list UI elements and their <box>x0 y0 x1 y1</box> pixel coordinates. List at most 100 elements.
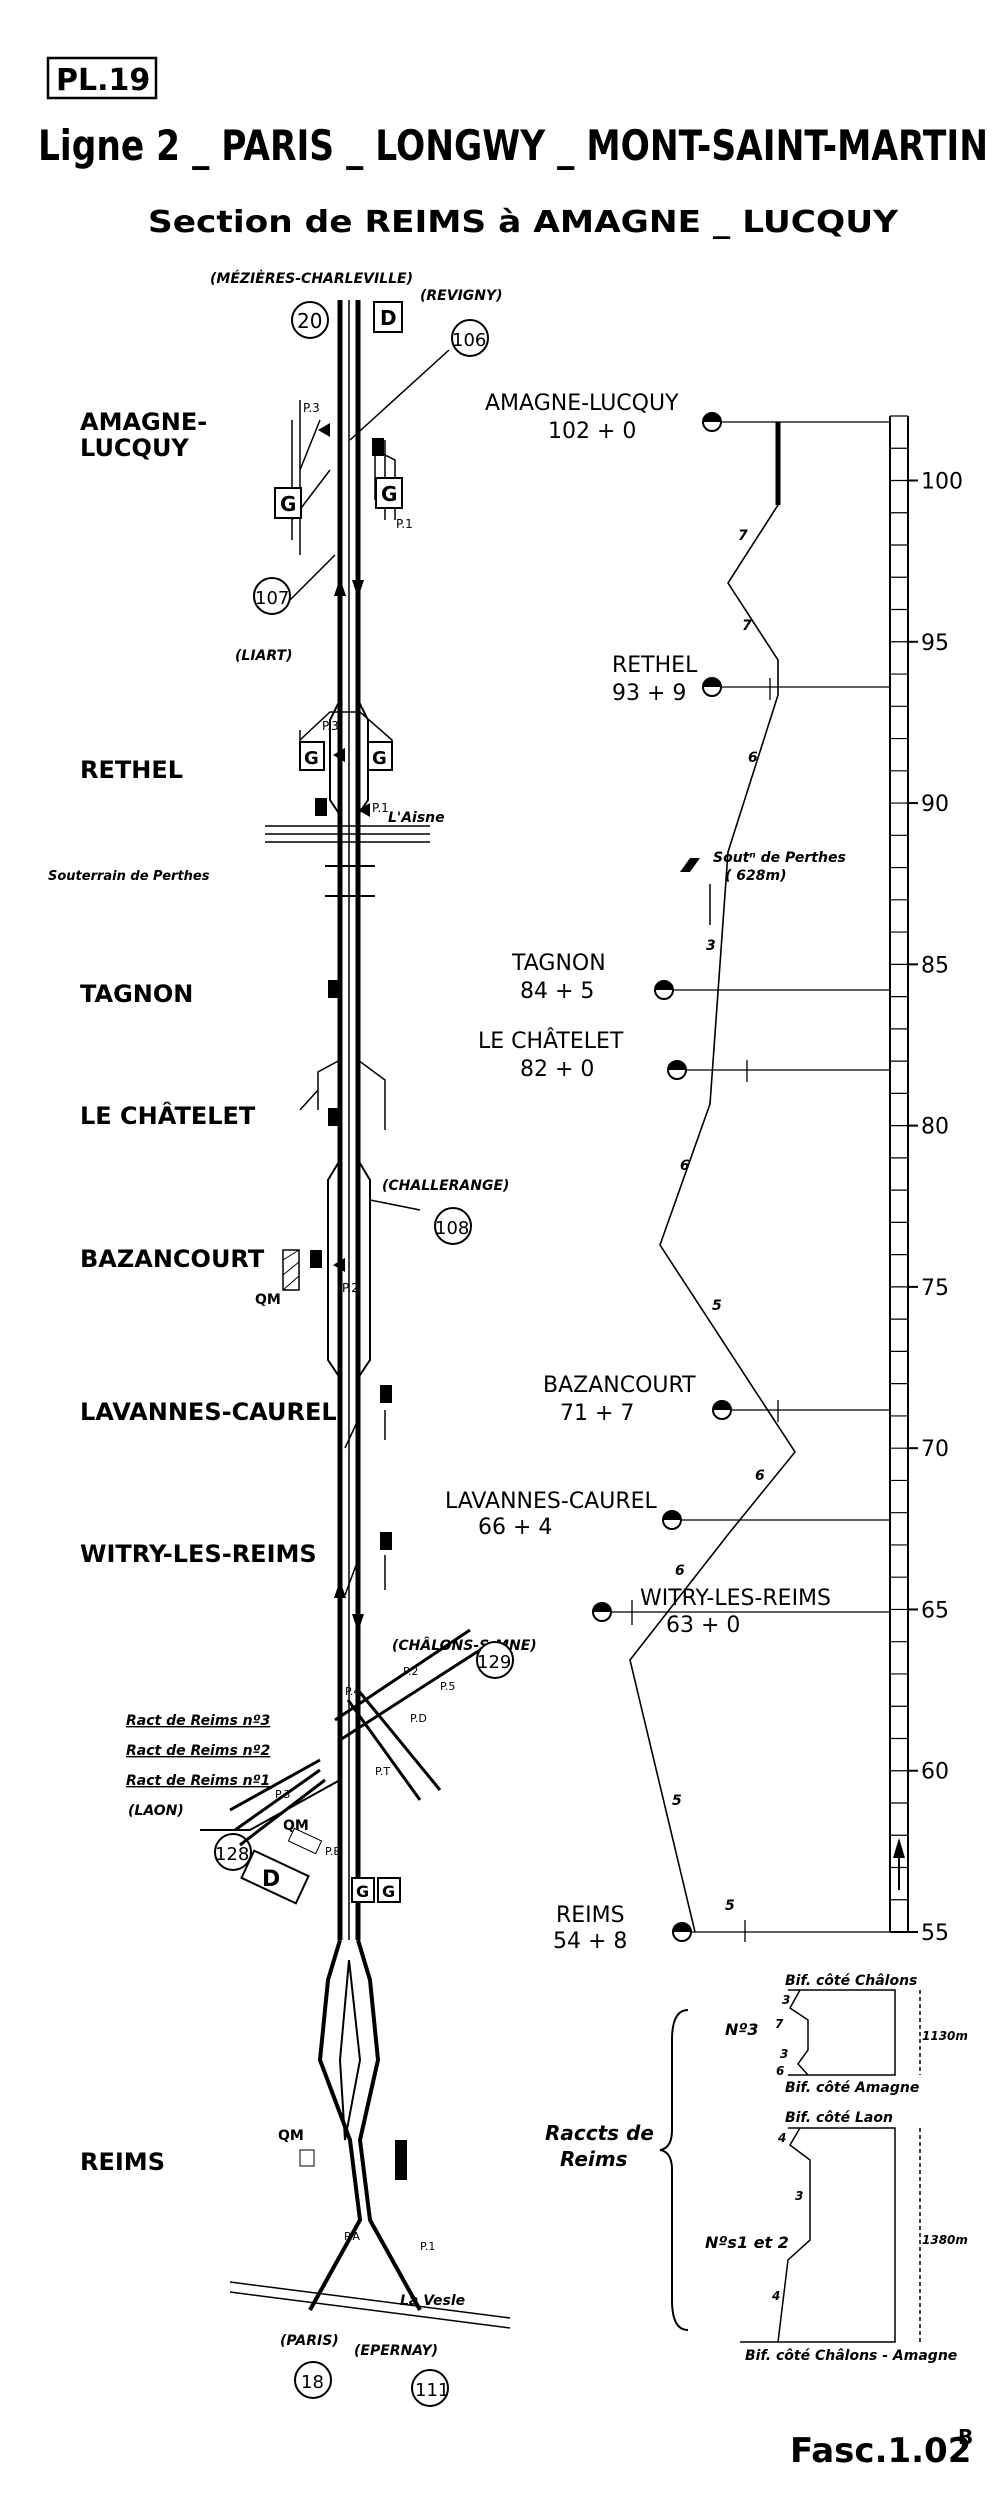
junction-circle-106 <box>451 319 489 357</box>
bif-chalons-label: Bif. côté Châlons <box>785 1973 917 1989</box>
post-p5: P.5 <box>440 1680 455 1693</box>
junction-circle-107 <box>253 577 291 615</box>
profile-station-reims: REIMS <box>556 1903 625 1928</box>
grad-n12: 3 <box>795 2189 803 2203</box>
junction-number-128: 128 <box>215 1844 249 1865</box>
profile-station-marker <box>662 1510 682 1530</box>
profile-station-amagne: AMAGNE-LUCQUY <box>485 391 679 416</box>
profile-tunnel-label: Soutⁿ de Perthes <box>713 850 846 866</box>
station-name-amagne: AMAGNE- <box>80 408 207 436</box>
profile-station-marker <box>702 412 722 432</box>
profile-pk-chatelet: 82 + 0 <box>520 1057 594 1082</box>
station-name-le-chatelet: LE CHÂTELET <box>80 1101 256 1130</box>
post-p3-reims: P.3 <box>275 1788 290 1801</box>
gradient-label: 6 <box>680 1158 690 1174</box>
post-p1-reims: P.1 <box>420 2240 435 2253</box>
km-tick-label: 85 <box>921 953 949 978</box>
junction-circle-108 <box>434 1207 472 1245</box>
inset-brace <box>659 2009 689 2331</box>
post-pe: P.E <box>325 1845 340 1858</box>
post-pd: P.D <box>410 1712 427 1725</box>
profile-station-marker <box>592 1602 612 1622</box>
profile-station-witry: WITRY-LES-REIMS <box>640 1586 831 1611</box>
length-n3: 1130m <box>922 2029 968 2043</box>
svg-text:G: G <box>372 748 387 769</box>
witry-building <box>380 1532 392 1550</box>
junction-label-laon: (LAON) <box>128 1803 184 1819</box>
svg-text:G: G <box>381 482 397 506</box>
junction-number-108: 108 <box>435 1218 469 1239</box>
profile-pk-lavannes: 66 + 4 <box>478 1515 552 1540</box>
junction-number-20: 20 <box>297 309 322 333</box>
bazancourt-layout: (CHALLERANGE) 108 QM P.2 <box>255 1178 509 1308</box>
junction-number-18: 18 <box>301 2372 324 2393</box>
qm-label-bazancourt: QM <box>255 1292 281 1308</box>
depot-box <box>373 301 403 333</box>
km-tick-label: 55 <box>921 1921 949 1946</box>
plate-box <box>46 56 158 100</box>
gradient-label: 3 <box>706 938 716 954</box>
junction-circle-111 <box>411 2369 449 2407</box>
tagnon-building <box>328 980 340 998</box>
gradient-label: 5 <box>672 1793 682 1809</box>
junction-circle-20 <box>291 301 329 339</box>
bif-laon-label: Bif. côté Laon <box>785 2110 893 2126</box>
profile-station-marker <box>654 980 674 1000</box>
profile-pk-tagnon: 84 + 5 <box>520 979 594 1004</box>
grad-n12: 4 <box>777 2131 786 2145</box>
station-name-reims: REIMS <box>80 2148 165 2176</box>
post-p1-rethel: P.1 <box>372 801 389 815</box>
plate-number: PL.19 <box>56 63 150 98</box>
raccordement-1-label: Ract de Reims nº1 <box>126 1773 270 1789</box>
km-tick-label: 75 <box>921 1276 949 1301</box>
page-title: Ligne 2 _ PARIS _ LONGWY _ MONT-SAINT-MA… <box>38 121 988 170</box>
post-pa: P.A <box>344 2230 360 2243</box>
direction-arrows <box>334 578 364 1632</box>
station-names: AMAGNE- LUCQUY RETHEL TAGNON LE CHÂTELET… <box>80 408 337 2176</box>
km-tick-label: 95 <box>921 631 949 656</box>
profile-pk-reims: 54 + 8 <box>553 1929 627 1954</box>
fascicule-label: Fasc.1.02 <box>790 2431 971 2471</box>
passenger-building <box>372 438 384 456</box>
profile-station-marker <box>712 1400 732 1420</box>
station-name-bazancourt: BAZANCOURT <box>80 1245 265 1273</box>
reims-depot <box>240 1849 310 1905</box>
intermediate-stations <box>299 980 392 1596</box>
junction-label-chalons: (CHÂLONS-S-MNE) <box>392 1637 537 1654</box>
raccordement-2-label: Ract de Reims nº2 <box>126 1743 270 1759</box>
qm-label-reims-2: QM <box>278 2128 304 2144</box>
reims-depot-label: D <box>262 1867 280 1892</box>
goods-shed-label: G <box>280 492 296 516</box>
profile-station-lavannes: LAVANNES-CAUREL <box>445 1489 658 1514</box>
junction-number-106: 106 <box>452 330 486 351</box>
post-p3-rethel: P.3 <box>322 719 339 733</box>
gradient-label: 7 <box>738 528 748 544</box>
grad-n3: 3 <box>782 1993 790 2007</box>
junction-label-epernay: (EPERNAY) <box>354 2343 438 2359</box>
depot-label: D <box>380 306 397 330</box>
profile-station-marker <box>672 1922 692 1942</box>
post-pt: P.T <box>375 1765 390 1778</box>
junction-label-liart: (LIART) <box>235 648 292 664</box>
profile-pk-amagne: 102 + 0 <box>548 419 636 444</box>
profile-tunnel-mark <box>680 858 700 872</box>
page-subtitle: Section de REIMS à AMAGNE _ LUCQUY <box>148 205 899 240</box>
raccordements-inset: Bif. côté Châlons Bif. côté Amagne Bif. … <box>545 1973 968 2364</box>
profile-station-marker <box>702 677 722 697</box>
profile-pk-bazancourt: 71 + 7 <box>560 1401 634 1426</box>
junction-label-mezieres: (MÉZIÈRES-CHARLEVILLE) <box>210 270 413 287</box>
raccordement-3-label: Ract de Reims nº3 <box>126 1713 270 1729</box>
gradient-label: 6 <box>675 1563 685 1579</box>
svg-text:G: G <box>382 1882 395 1901</box>
post-p2-reims: P.2 <box>403 1665 418 1678</box>
inset-brace-label-2: Reims <box>560 2147 628 2171</box>
km-tick-label: 90 <box>921 792 949 817</box>
profile-station-bazancourt: BAZANCOURT <box>543 1373 696 1398</box>
junction-number-111: 111 <box>415 2380 449 2401</box>
post-p1-amagne: P.1 <box>396 517 413 531</box>
length-n12: 1380m <box>922 2233 968 2247</box>
inset-n3-label: Nº3 <box>725 2020 759 2039</box>
km-tick-label: 70 <box>921 1437 949 1462</box>
